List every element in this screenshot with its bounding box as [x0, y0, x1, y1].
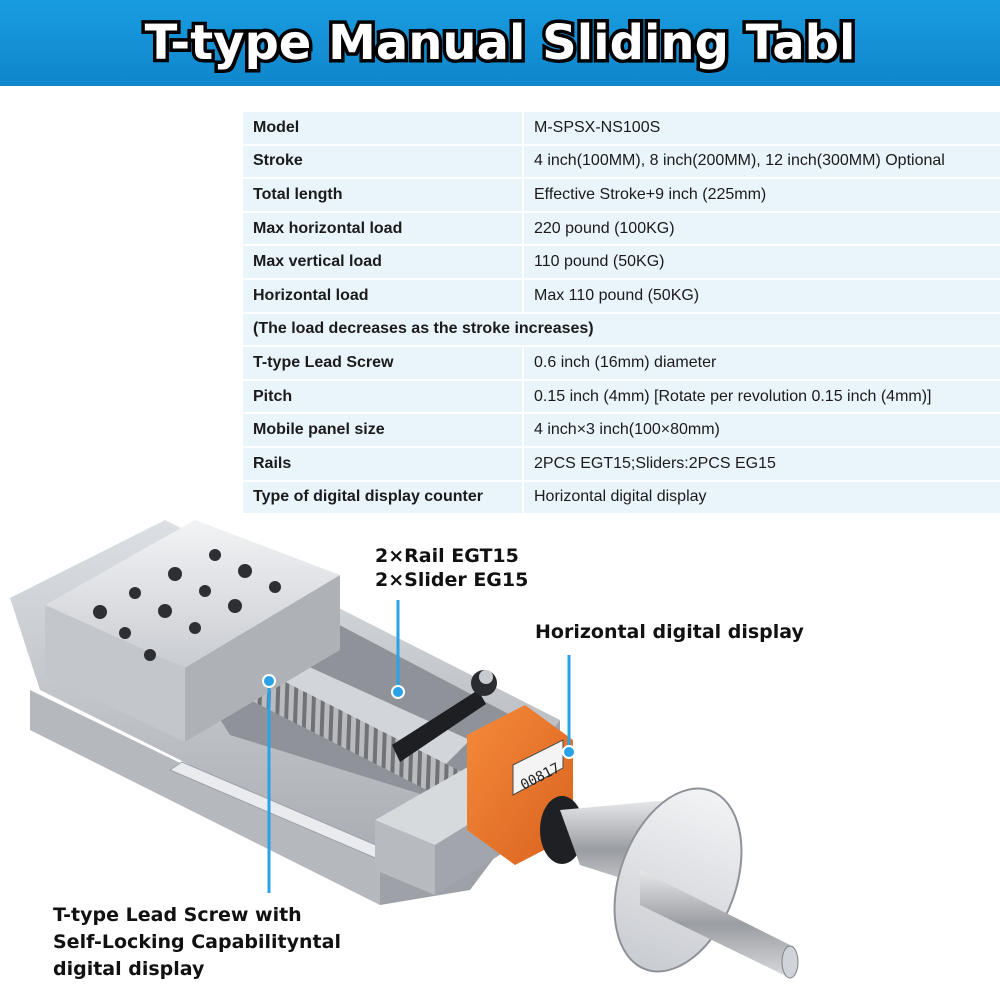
lead-screw: [235, 664, 464, 802]
rail-callout: 2×Rail EGT15 2×Slider EG15: [375, 544, 528, 592]
spec-value: 4 inch×3 inch(100×80mm): [523, 412, 1000, 447]
spec-value: 110 pound (50KG): [523, 244, 1000, 279]
spec-label: Stroke: [243, 143, 524, 179]
spec-label: Model: [243, 110, 524, 145]
lock-lever: [392, 670, 497, 762]
spec-label: Pitch: [243, 378, 524, 414]
load-note: (The load decreases as the stroke increa…: [243, 311, 1000, 347]
handwheel: [613, 787, 743, 973]
callout-dot: [391, 685, 405, 699]
rail-callout-line: 2×Rail EGT15: [375, 545, 519, 567]
spec-value: Max 110 pound (50KG): [523, 277, 1000, 313]
callout-dot: [562, 745, 576, 759]
screw-callout-line: T-type Lead Screw with: [53, 904, 302, 926]
spec-value: 0.6 inch (16mm) diameter: [523, 345, 1000, 380]
spec-label: Mobile panel size: [243, 412, 524, 447]
spec-value: Horizontal digital display: [523, 479, 1000, 514]
header-banner: [0, 0, 1000, 86]
slider-callout-line: 2×Slider EG15: [375, 569, 529, 591]
spec-label: Rails: [243, 445, 524, 481]
display-callout: Horizontal digital display: [535, 621, 804, 643]
spec-value: 220 pound (100KG): [523, 210, 1000, 246]
callout-dot: [262, 674, 276, 688]
spec-label: Total length: [243, 177, 524, 212]
callout-lines: [262, 600, 576, 893]
spec-value: Effective Stroke+9 inch (225mm): [523, 177, 1000, 212]
spec-label: Max vertical load: [243, 244, 524, 279]
handwheel-shaft: [540, 787, 799, 979]
screw-callout-line: Self-Locking Capabilityntal: [53, 931, 341, 953]
spec-label: Type of digital display counter: [243, 479, 524, 514]
screw-callout-line: digital display: [53, 958, 205, 980]
spec-value: 2PCS EGT15;Sliders:2PCS EG15: [523, 445, 1000, 481]
mobile-panel: [45, 520, 340, 742]
spec-value: M-SPSX-NS100S: [523, 110, 1000, 145]
spec-label: T-type Lead Screw: [243, 345, 524, 380]
sliding-table-illustration: 00817: [10, 520, 799, 979]
page-title: T-type Manual Sliding Tabl: [141, 12, 859, 75]
spec-value: 0.15 inch (4mm) [Rotate per revolution 0…: [523, 378, 1000, 414]
screw-callout: T-type Lead Screw with Self-Locking Capa…: [53, 902, 341, 983]
spec-label: Max horizontal load: [243, 210, 524, 246]
table-note-row: (The load decreases as the stroke increa…: [243, 311, 1000, 347]
spec-value: 4 inch(100MM), 8 inch(200MM), 12 inch(30…: [523, 143, 1000, 179]
spec-label: Horizontal load: [243, 277, 524, 313]
